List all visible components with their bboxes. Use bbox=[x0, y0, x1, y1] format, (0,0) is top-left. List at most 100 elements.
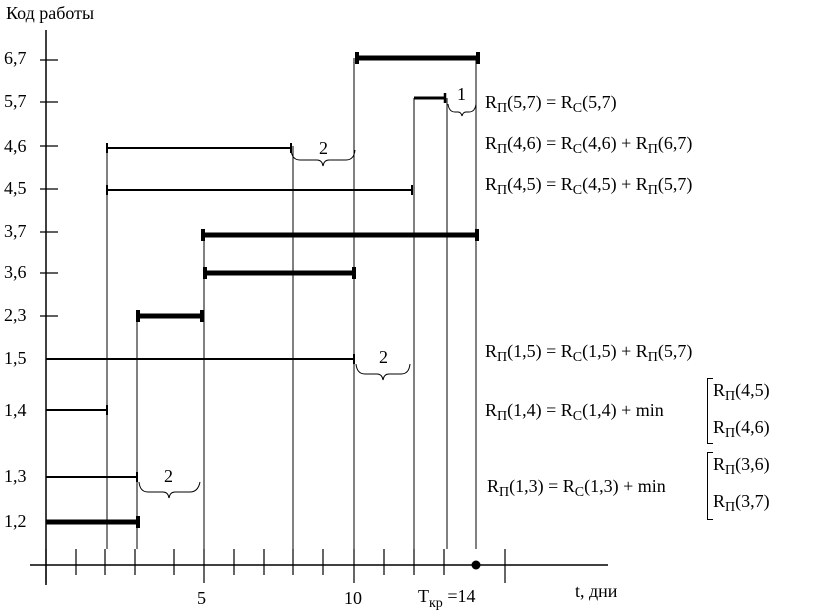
brace-label-4-6: 2 bbox=[319, 138, 328, 158]
y-axis-title: Код работы bbox=[6, 3, 95, 23]
formula-term: (1,5) + bbox=[582, 341, 632, 361]
formula-subscript: C bbox=[572, 142, 583, 157]
formula-rp-1-5: RП(1,5) = RC(1,5) + RП(5,7) bbox=[485, 340, 692, 369]
formula-term: (1,3) + min bbox=[584, 476, 666, 496]
formula-rp-5-7: RП(5,7) = RC(5,7) bbox=[485, 91, 617, 120]
formula-term: R bbox=[485, 133, 498, 153]
x-label-tkr: Tкр =14 bbox=[418, 586, 475, 614]
y-label-3-6: 3,6 bbox=[4, 262, 27, 282]
bar-6-7 bbox=[355, 52, 480, 64]
critical-time-marker bbox=[471, 560, 481, 570]
formula-term: R bbox=[562, 476, 575, 496]
bar-3-7 bbox=[201, 229, 479, 241]
x-label-10: 10 bbox=[344, 588, 362, 608]
min-bracket-1-4 bbox=[707, 378, 713, 444]
formula-subscript: П bbox=[497, 142, 508, 157]
formula-subscript: П bbox=[647, 183, 658, 198]
formula-term: (1,3) = bbox=[509, 476, 559, 496]
formula-subscript: П bbox=[725, 389, 736, 404]
formula-subscript: C bbox=[572, 350, 583, 365]
y-ticks bbox=[40, 59, 58, 317]
x-label-5: 5 bbox=[197, 588, 206, 608]
formula-term: R bbox=[635, 174, 648, 194]
formula-subscript: C bbox=[574, 485, 585, 500]
bar-1-2 bbox=[46, 516, 140, 528]
min-bracket-1-3 bbox=[707, 452, 713, 520]
x-axis-title: t, дни bbox=[575, 581, 618, 601]
formula-term: R bbox=[560, 174, 573, 194]
formula-rp-4-5: RП(4,5) = RC(4,5) + RП(5,7) bbox=[485, 173, 692, 202]
formula-term: R bbox=[560, 400, 573, 420]
formula-term: R bbox=[560, 92, 573, 112]
formula-term: R bbox=[485, 174, 498, 194]
formula-term: (4,5) + bbox=[582, 174, 632, 194]
formula-term: (1,4) = bbox=[507, 400, 557, 420]
formula-term: (5,7) = bbox=[507, 92, 557, 112]
brace-4-6 bbox=[290, 149, 356, 167]
y-label-6-7: 6,7 bbox=[4, 48, 27, 68]
min-option-3-7: RП(3,7) bbox=[713, 486, 770, 523]
brace-1-3 bbox=[138, 481, 201, 499]
tkr-subscript: кр bbox=[429, 596, 443, 611]
formula-subscript: C bbox=[572, 101, 583, 116]
formula-term: (6,7) bbox=[657, 133, 693, 153]
min-option-4-5: RП(4,5) bbox=[713, 375, 770, 412]
brace-label-5-7: 1 bbox=[457, 84, 466, 104]
y-label-2-3: 2,3 bbox=[4, 305, 27, 325]
brace-label-1-5: 2 bbox=[379, 347, 388, 367]
y-label-1-3: 1,3 bbox=[4, 466, 27, 486]
formula-term: R bbox=[713, 380, 726, 400]
bar-1-5 bbox=[46, 354, 355, 364]
formula-subscript: П bbox=[499, 485, 510, 500]
formula-term: (4,6) bbox=[735, 417, 770, 437]
min-option-4-6: RП(4,6) bbox=[713, 412, 770, 449]
formula-term: R bbox=[485, 400, 498, 420]
brace-label-1-3: 2 bbox=[164, 466, 173, 486]
formula-term: (5,7) bbox=[582, 92, 617, 112]
formula-term: (1,5) = bbox=[507, 341, 557, 361]
bar-1-4 bbox=[46, 405, 108, 415]
formula-subscript: П bbox=[497, 101, 508, 116]
formula-term: (4,6) = bbox=[507, 133, 557, 153]
formula-term: R bbox=[635, 133, 648, 153]
y-label-4-6: 4,6 bbox=[4, 136, 27, 156]
formula-subscript: П bbox=[497, 409, 508, 424]
formula-subscript: П bbox=[647, 350, 658, 365]
y-label-1-4: 1,4 bbox=[4, 400, 27, 420]
formula-term: (4,5) = bbox=[507, 174, 557, 194]
formula-term: R bbox=[485, 92, 498, 112]
formula-term: (5,7) bbox=[657, 341, 693, 361]
formula-subscript: П bbox=[497, 350, 508, 365]
y-label-1-2: 1,2 bbox=[4, 511, 27, 531]
formula-rp-1-4: RП(1,4) = RC(1,4) + min bbox=[485, 399, 664, 428]
x-ticks bbox=[45, 549, 506, 583]
formula-subscript: П bbox=[725, 463, 736, 478]
formula-term: R bbox=[485, 341, 498, 361]
formula-term: (3,6) bbox=[735, 454, 770, 474]
min-option-3-6: RП(3,6) bbox=[713, 449, 770, 486]
formula-term: R bbox=[713, 417, 726, 437]
formula-term: R bbox=[713, 491, 726, 511]
y-label-3-7: 3,7 bbox=[4, 221, 27, 241]
y-label-4-5: 4,5 bbox=[4, 178, 27, 198]
tkr-symbol: T bbox=[418, 586, 429, 606]
formula-term: (3,7) bbox=[735, 491, 770, 511]
brace-5-7 bbox=[447, 103, 477, 117]
formula-term: (4,6) + bbox=[582, 133, 632, 153]
formula-subscript: C bbox=[572, 409, 583, 424]
guide-lines bbox=[106, 58, 477, 549]
formula-subscript: П bbox=[725, 426, 736, 441]
formula-term: (5,7) bbox=[657, 174, 693, 194]
formula-term: R bbox=[635, 341, 648, 361]
tkr-value: =14 bbox=[447, 586, 476, 606]
formula-term: (1,4) + min bbox=[582, 400, 664, 420]
formula-subscript: П bbox=[725, 500, 736, 515]
formula-term: (4,5) bbox=[735, 380, 770, 400]
formula-term: R bbox=[560, 341, 573, 361]
bar-5-7 bbox=[414, 93, 447, 103]
formula-term: R bbox=[713, 454, 726, 474]
formula-rp-1-3: RП(1,3) = RC(1,3) + min bbox=[487, 475, 666, 504]
bar-1-3 bbox=[46, 472, 138, 482]
bar-4-6 bbox=[106, 143, 292, 153]
